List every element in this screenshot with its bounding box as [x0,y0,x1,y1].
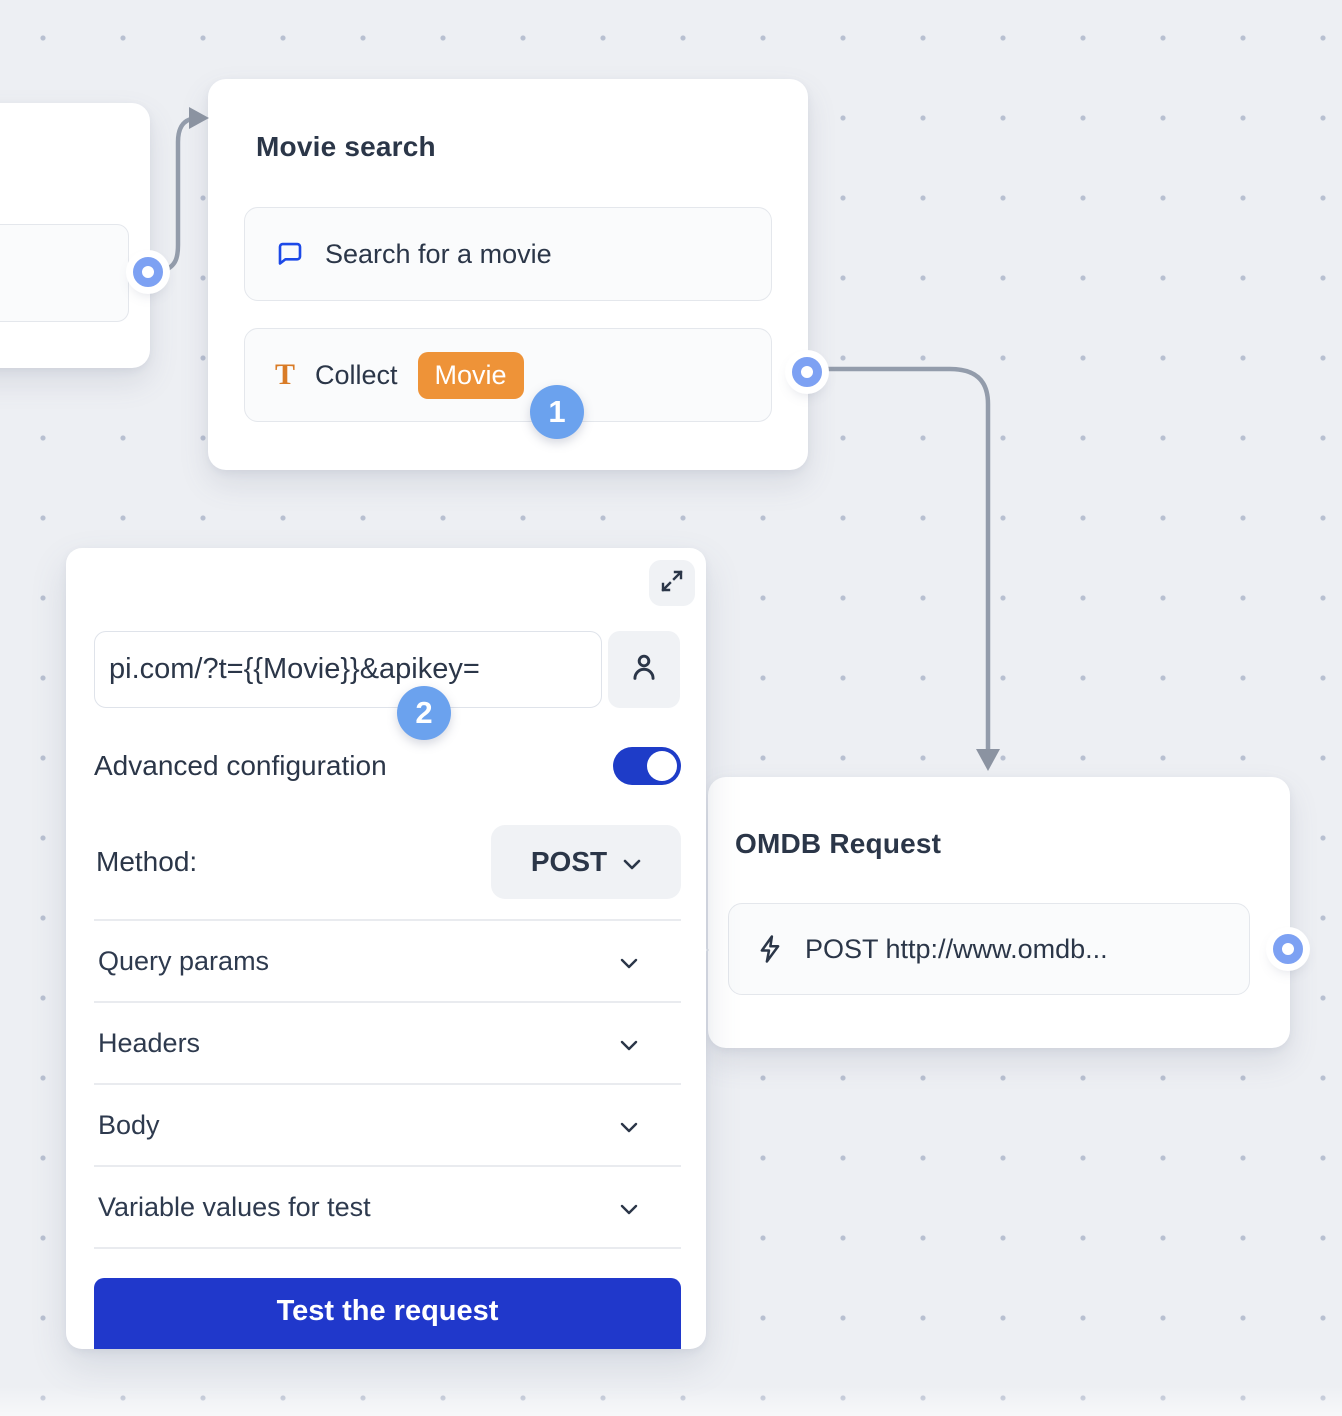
flow-step-question-label: Search for a movie [325,238,552,269]
previous-node[interactable] [0,103,150,368]
flow-step-collect-label: Collect [315,359,398,390]
flow-step-webhook[interactable]: POST http://www.omdb... [728,903,1250,995]
text-type-icon: T [275,358,296,391]
output-port-previous[interactable] [133,257,163,287]
variable-badge-movie[interactable]: Movie [417,351,524,399]
divider [94,1001,681,1003]
section-body-label: Body [98,1109,160,1140]
edge-arrowhead-right [189,107,209,129]
step-badge-1: 1 [530,385,584,439]
section-headers-label: Headers [98,1027,201,1058]
edge-previous-to-movie-search [156,115,202,275]
webhook-url-input[interactable]: pi.com/?t={{Movie}}&apikey= [94,631,602,708]
chevron-down-icon [620,1110,638,1141]
toggle-knob [647,751,677,781]
test-request-button[interactable]: Test the request [94,1278,681,1349]
movie-search-node[interactable]: Movie search Search for a movie T Collec… [208,79,808,470]
lightning-icon [755,934,785,964]
section-query-params[interactable]: Query params [98,921,678,1001]
output-port-omdb[interactable] [1273,934,1303,964]
chevron-down-icon [620,1192,638,1223]
method-select[interactable]: POST [491,825,681,899]
bottom-fade [0,1386,1342,1416]
movie-search-node-title: Movie search [256,131,436,162]
webhook-config-panel: pi.com/?t={{Movie}}&apikey= Advanced con… [66,548,706,1349]
chevron-down-icon [623,846,641,878]
edge-arrowhead-down [976,749,1000,771]
variables-button[interactable] [608,631,680,708]
chat-bubble-icon [275,239,305,269]
section-headers[interactable]: Headers [98,1003,678,1083]
divider [94,1165,681,1167]
omdb-request-node[interactable]: OMDB Request POST http://www.omdb... [694,777,1290,1048]
previous-node-item[interactable] [0,224,129,322]
output-port-movie-search[interactable] [792,357,822,387]
omdb-request-node-title: OMDB Request [735,828,942,859]
step-badge-2: 2 [397,686,451,740]
expand-button[interactable] [649,560,695,606]
advanced-configuration-toggle[interactable] [613,747,681,785]
person-icon [628,651,660,688]
expand-icon [659,568,685,599]
method-label: Method: [96,846,198,877]
divider [94,1083,681,1085]
flow-step-question[interactable]: Search for a movie [244,207,772,301]
flow-step-collect[interactable]: T Collect Movie [244,328,772,422]
chevron-down-icon [620,946,638,977]
flow-step-webhook-label: POST http://www.omdb... [805,933,1108,964]
chevron-down-icon [620,1028,638,1059]
advanced-configuration-label: Advanced configuration [94,750,387,781]
section-variable-values-label: Variable values for test [98,1191,371,1222]
section-body[interactable]: Body [98,1085,678,1165]
section-variable-values[interactable]: Variable values for test [98,1167,678,1247]
method-value: POST [530,846,608,877]
divider [94,1247,681,1249]
section-query-params-label: Query params [98,945,270,976]
edge-movie-search-to-omdb [819,366,991,753]
divider [94,919,681,921]
